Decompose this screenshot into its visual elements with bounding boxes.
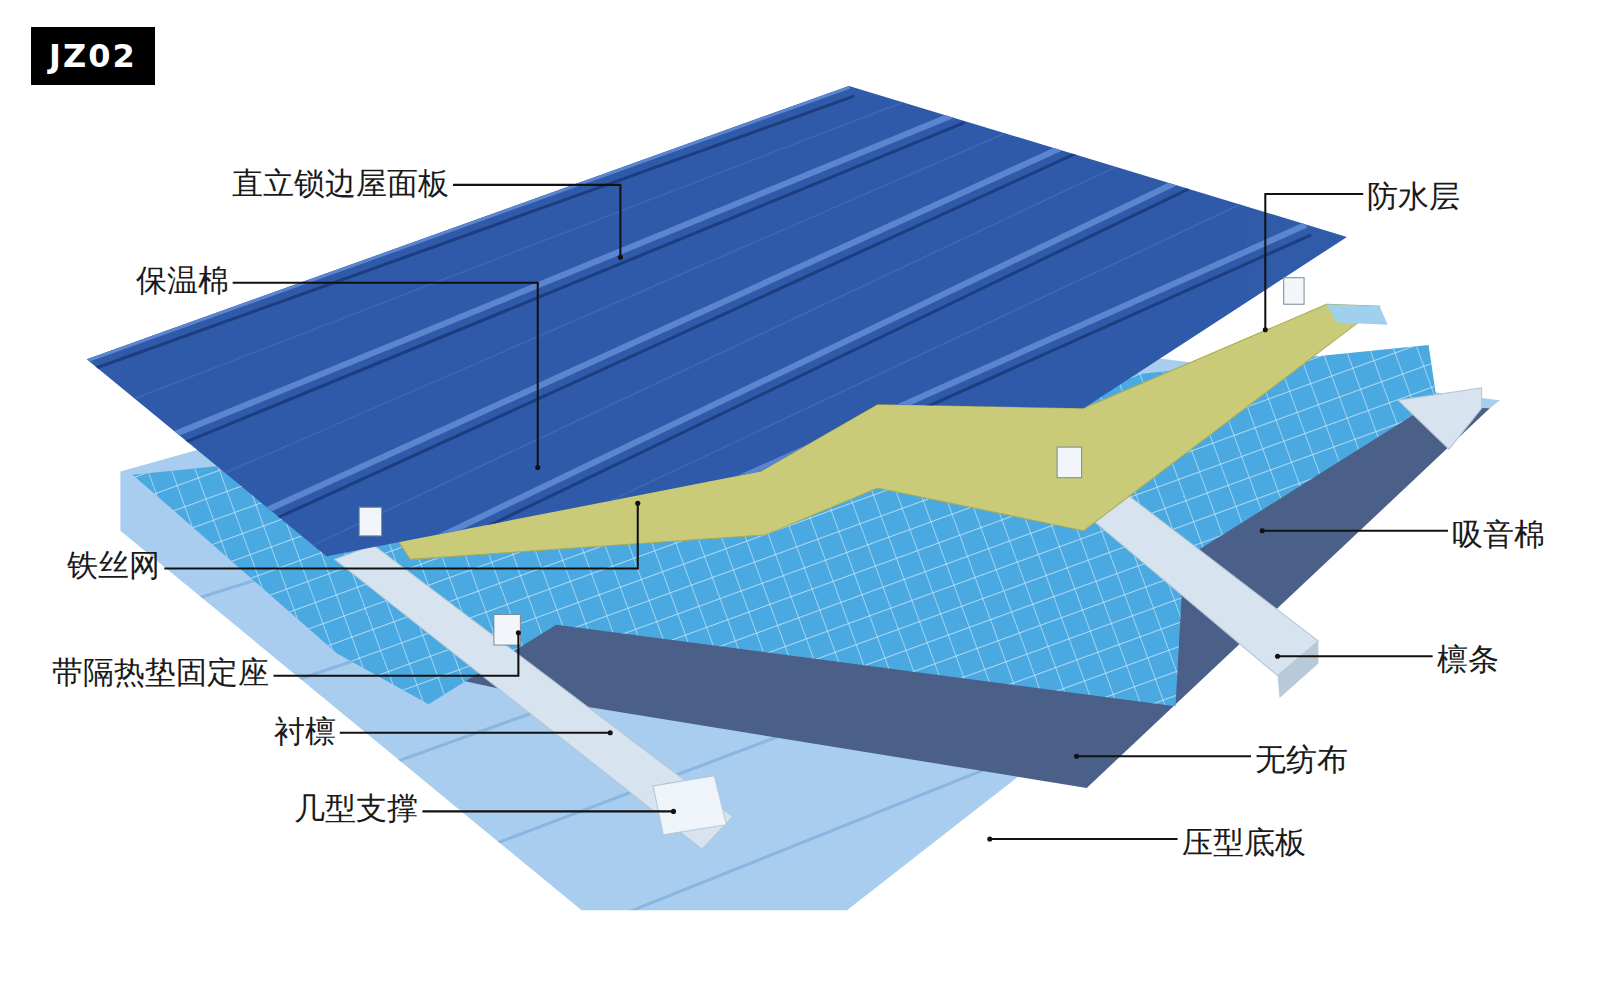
roof-panel (87, 86, 1347, 556)
omega-support (653, 776, 726, 835)
fixing-clip (1057, 447, 1081, 478)
part-label: 防水层 (1367, 179, 1460, 213)
panel-ribs (87, 86, 1311, 582)
fixing-clip (359, 507, 381, 536)
part-label: 衬檩 (274, 714, 336, 748)
leader-lines (164, 185, 1448, 839)
part-label: 几型支撑 (294, 791, 418, 825)
code-text: JZ02 (49, 37, 137, 75)
fixing-clip (494, 614, 521, 645)
part-label: 无纺布 (1255, 742, 1348, 776)
purlin-end (1278, 641, 1319, 698)
part-label: 带隔热垫固定座 (52, 655, 269, 689)
purlin (1398, 388, 1482, 449)
part-label: 檩条 (1437, 642, 1499, 676)
part-label: 压型底板 (1182, 825, 1306, 859)
waterproof-layer (1327, 304, 1388, 324)
code-badge: JZ02 (31, 27, 155, 85)
part-label: 保温棉 (136, 263, 229, 297)
part-label: 铁丝网 (67, 548, 160, 582)
leader-dots (516, 255, 1280, 842)
part-label: 直立锁边屋面板 (232, 166, 449, 200)
part-label: 吸音棉 (1452, 517, 1545, 551)
fixing-clip (1284, 278, 1304, 305)
